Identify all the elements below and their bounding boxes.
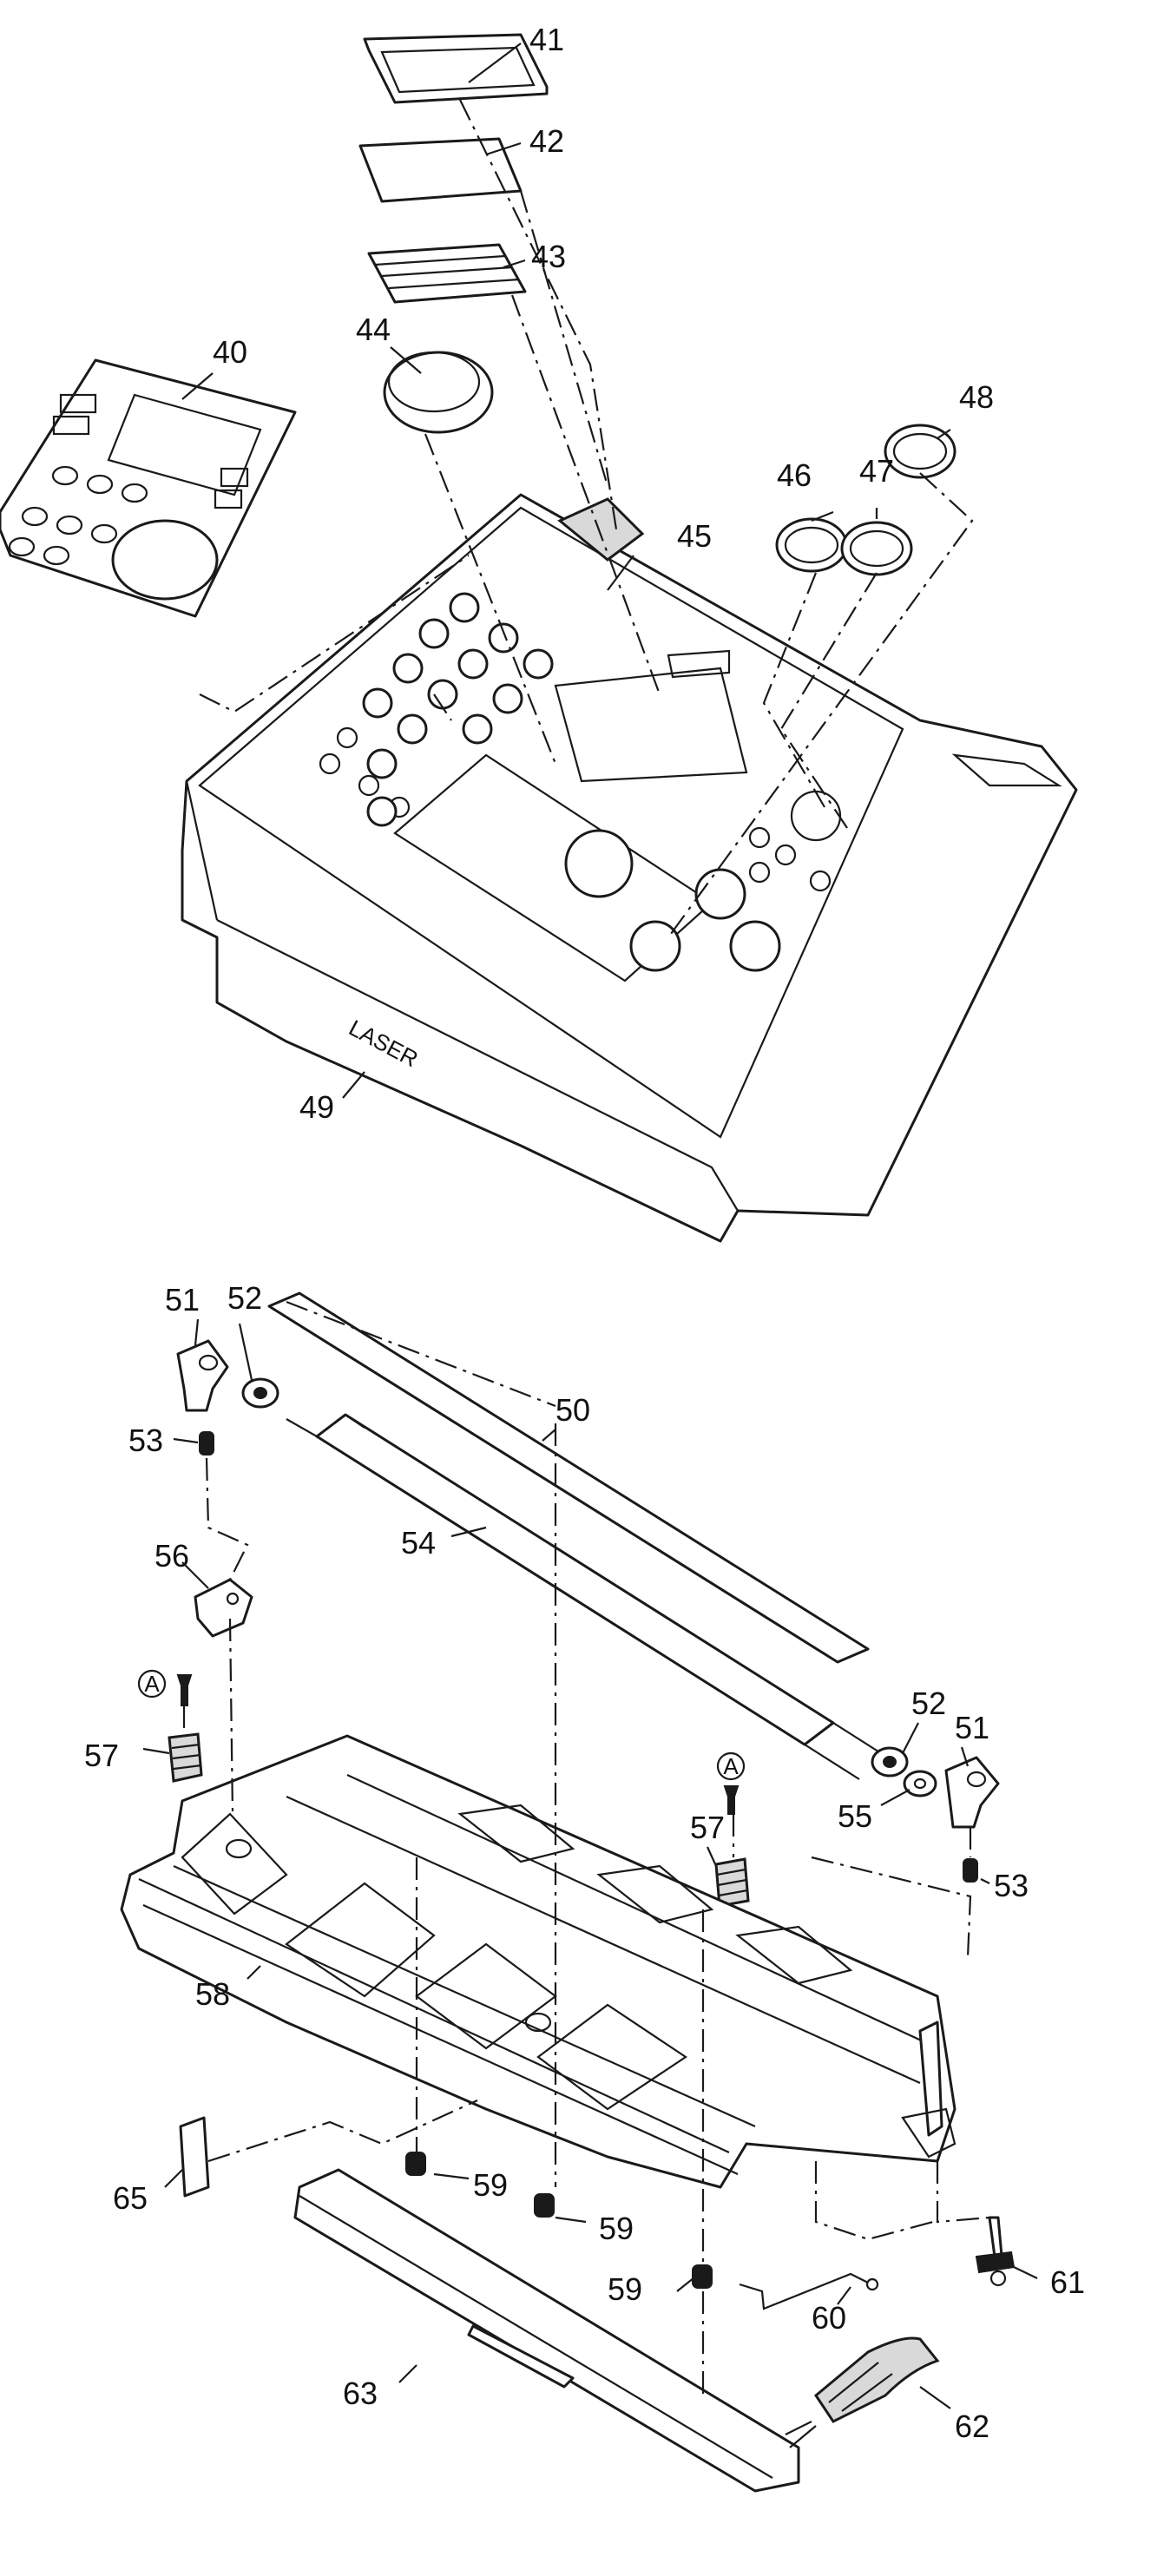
part-65-label (179, 2116, 210, 2198)
callout-62: 62 (955, 2408, 989, 2444)
callout-63: 63 (343, 2376, 378, 2411)
part-59-spring-c (692, 2264, 713, 2289)
part-47-ring (840, 521, 913, 576)
callout-55: 55 (838, 1798, 872, 1834)
callout-51-left: 51 (165, 1282, 200, 1318)
callout-56: 56 (154, 1538, 189, 1574)
callout-45: 45 (677, 518, 712, 554)
callout-41: 41 (529, 22, 564, 57)
callout-53-right: 53 (994, 1868, 1029, 1903)
part-50-strip (267, 1291, 870, 1664)
part-63-cover-strip (293, 2168, 800, 2493)
part-46-ring (775, 517, 848, 573)
part-51-bushing-right (944, 1756, 1000, 1829)
part-43-lens-strip (367, 243, 527, 304)
callout-50: 50 (555, 1392, 590, 1428)
part-57-spring-post-left (168, 1732, 203, 1783)
callout-52-left: 52 (227, 1280, 262, 1316)
callout-48: 48 (959, 379, 994, 415)
part-42-lcd-sheet (358, 137, 523, 203)
callout-60: 60 (812, 2300, 846, 2336)
svg-text:A: A (144, 1671, 160, 1697)
upper-assembly-leader-lines (181, 43, 974, 1099)
part-52-washer-right (871, 1746, 909, 1778)
svg-text:A: A (723, 1753, 739, 1779)
callout-57-left: 57 (84, 1738, 119, 1773)
part-53-spring-left (199, 1431, 214, 1456)
callout-47: 47 (859, 453, 894, 489)
callout-57-right: 57 (690, 1810, 725, 1845)
part-62-flat-cable (814, 2336, 940, 2423)
callout-51-right: 51 (955, 1710, 989, 1745)
part-60-lever (739, 2272, 879, 2310)
screw-a-left: A (137, 1669, 193, 1706)
part-57-spring-post-right (714, 1857, 750, 1908)
callout-43: 43 (531, 239, 566, 274)
part-41-lcd-window (363, 33, 549, 104)
callout-40: 40 (213, 334, 247, 370)
callout-46: 46 (777, 457, 812, 493)
part-56-bracket (194, 1578, 253, 1638)
part-53-spring-right (963, 1858, 978, 1883)
screw-a-right: A (716, 1751, 746, 1815)
callout-59-b: 59 (599, 2211, 634, 2246)
part-58-feed-frame (120, 1734, 956, 2189)
callout-59-c: 59 (608, 2271, 642, 2307)
part-49-operation-panel: LASER (181, 493, 1078, 1243)
part-54-roller (286, 1413, 882, 1780)
lower-assembly-leader-lines (142, 1300, 1038, 2448)
callout-labels: 41 42 43 44 40 45 46 47 48 49 51 52 50 5… (84, 22, 1085, 2444)
part-51-bushing-left (176, 1339, 229, 1412)
callout-49: 49 (299, 1089, 334, 1125)
callout-65: 65 (113, 2180, 148, 2216)
part-55-washer (903, 1770, 937, 1797)
callout-59-a: 59 (473, 2167, 508, 2203)
callout-52-right: 52 (911, 1686, 946, 1721)
part-40-keypad-sheet (0, 358, 297, 618)
part-59-spring-b (534, 2193, 555, 2218)
part-59-spring-a (405, 2152, 426, 2176)
callout-58: 58 (195, 1976, 230, 2012)
callout-53-left: 53 (128, 1423, 163, 1458)
part-44-dial-knob (383, 351, 494, 434)
callout-54: 54 (401, 1525, 436, 1561)
callout-44: 44 (356, 312, 391, 347)
callout-61: 61 (1050, 2264, 1085, 2300)
part-52-washer-left (241, 1377, 279, 1409)
part-61-actuator (975, 2216, 1016, 2287)
callout-42: 42 (529, 123, 564, 159)
